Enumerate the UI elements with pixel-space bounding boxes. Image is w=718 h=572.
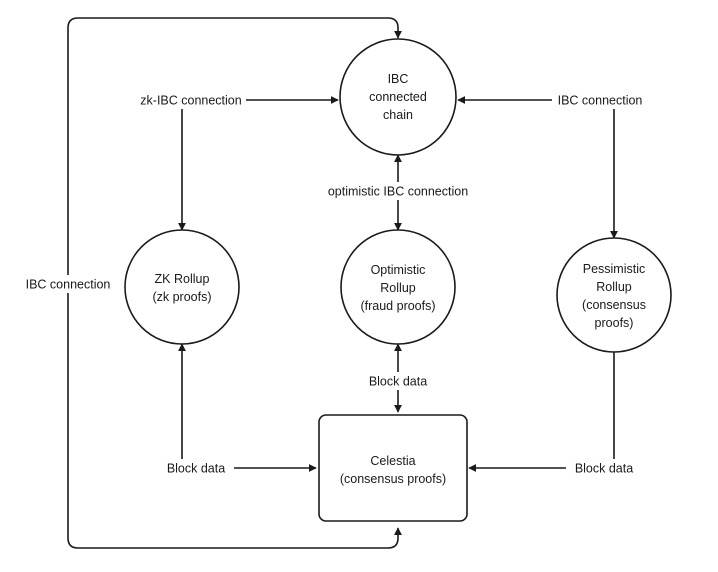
label-ibc-connection-right: IBC connection: [558, 94, 643, 108]
node-pessimistic-rollup-line-2: Rollup: [596, 280, 631, 294]
node-celestia-line-2: (consensus proofs): [340, 472, 446, 486]
node-celestia-line-1: Celestia: [370, 454, 415, 468]
node-celestia: Celestia (consensus proofs): [318, 414, 468, 522]
node-pessimistic-rollup-line-3: (consensus: [582, 298, 646, 312]
node-ibc-connected-chain: IBC connected chain: [339, 38, 457, 156]
label-block-data-left: Block data: [167, 462, 225, 476]
node-zk-rollup-line-2: (zk proofs): [152, 290, 211, 304]
node-pessimistic-rollup: Pessimistic Rollup (consensus proofs): [556, 237, 672, 353]
label-block-data-center: Block data: [369, 375, 427, 389]
label-zk-ibc-connection: zk-IBC connection: [140, 94, 241, 108]
node-optimistic-rollup: Optimistic Rollup (fraud proofs): [340, 229, 456, 345]
node-ibc-chain-line-2: connected: [369, 90, 427, 104]
node-pessimistic-rollup-line-1: Pessimistic: [583, 262, 646, 276]
label-ibc-connection-left: IBC connection: [26, 278, 111, 292]
node-ibc-chain-line-3: chain: [383, 108, 413, 122]
node-zk-rollup: ZK Rollup (zk proofs): [124, 229, 240, 345]
edge-ibc-right: [457, 96, 618, 239]
node-optimistic-rollup-line-1: Optimistic: [371, 263, 426, 277]
edge-block-data-left: [178, 343, 317, 472]
edge-zk-ibc: [178, 96, 339, 231]
edge-block-data-right: [468, 343, 618, 472]
node-optimistic-rollup-line-3: (fraud proofs): [360, 299, 435, 313]
node-optimistic-rollup-line-2: Rollup: [380, 281, 415, 295]
node-pessimistic-rollup-line-4: proofs): [595, 316, 634, 330]
label-block-data-right: Block data: [575, 462, 633, 476]
node-zk-rollup-line-1: ZK Rollup: [155, 272, 210, 286]
node-ibc-chain-line-1: IBC: [388, 72, 409, 86]
label-optimistic-ibc-connection: optimistic IBC connection: [328, 185, 468, 199]
